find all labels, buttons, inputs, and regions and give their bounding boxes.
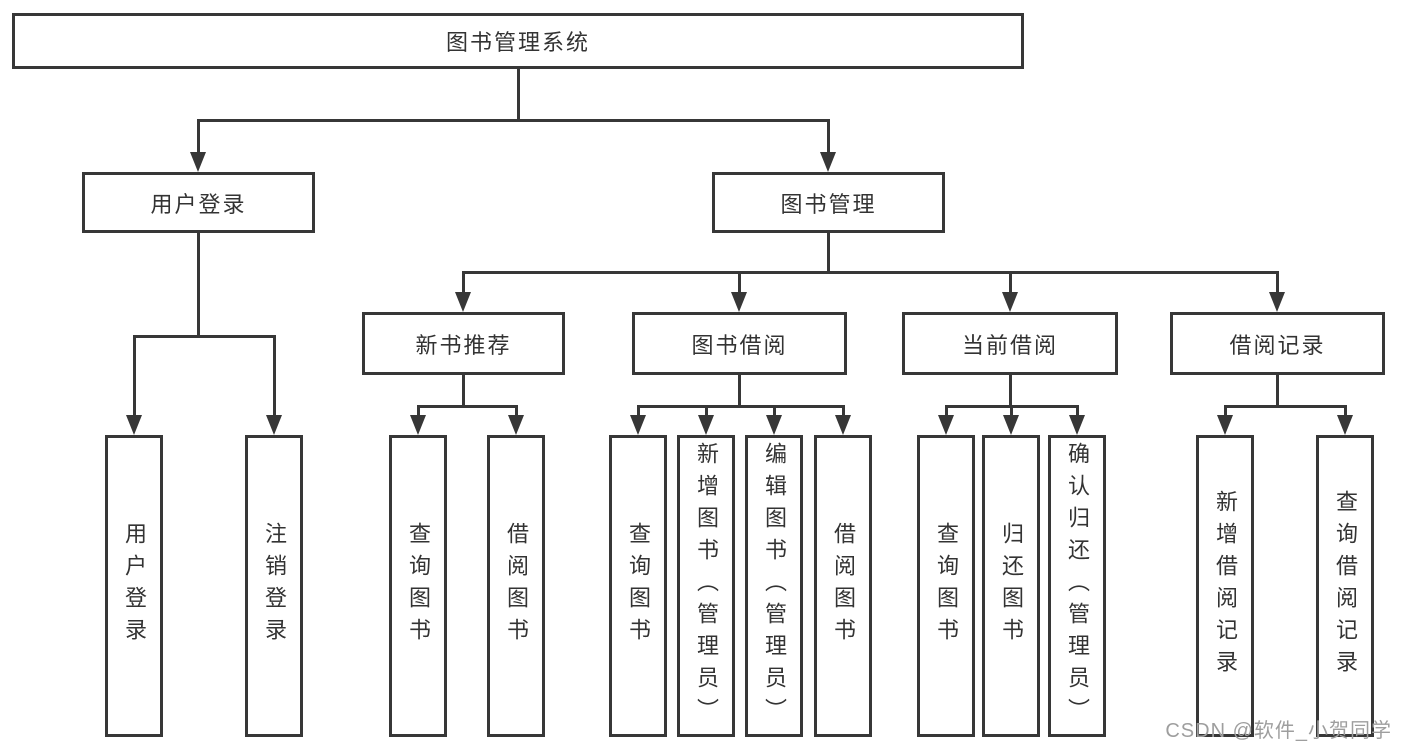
leaf-query-books-current: 查询图书 [917,435,975,737]
connector-line-vertical [737,375,741,408]
arrowhead-down-icon [508,415,524,435]
connector-line-vertical [1343,406,1347,418]
node-book-borrowing: 图书借阅 [632,312,847,375]
csdn-watermark: CSDN @软件_小贺同学 [1165,720,1392,742]
node-new-book-recommendation: 新书推荐 [362,312,565,375]
arrowhead-down-icon [630,415,646,435]
arrowhead-down-icon [266,415,282,435]
connector-line-vertical [1009,406,1013,418]
arrowhead-down-icon [938,415,954,435]
connector-line-vertical [944,406,948,418]
connector-line-vertical [514,406,518,418]
arrowhead-down-icon [190,152,206,172]
arrowhead-down-icon [1002,292,1018,312]
connector-line-vertical [1008,272,1012,294]
connector-line-vertical [461,272,465,294]
connector-line-vertical [1008,375,1012,408]
leaf-user-login: 用户登录 [105,435,163,737]
arrowhead-down-icon [126,415,142,435]
arrowhead-down-icon [1337,415,1353,435]
connector-line-vertical [704,406,708,418]
node-current-borrowing: 当前借阅 [902,312,1118,375]
arrowhead-down-icon [1069,415,1085,435]
connector-line-horizontal [944,404,1079,408]
arrowhead-down-icon [410,415,426,435]
connector-line-horizontal [196,118,830,122]
leaf-edit-book-admin: 编辑图书（管理员） [745,435,803,737]
connector-line-vertical [826,120,830,154]
node-library-system: 图书管理系统 [12,13,1024,69]
connector-line-vertical [1075,406,1079,418]
leaf-add-book-admin: 新增图书（管理员） [677,435,735,737]
connector-line-horizontal [461,270,1279,274]
connector-line-vertical [772,406,776,418]
connector-line-vertical [196,120,200,154]
arrowhead-down-icon [455,292,471,312]
arrowhead-down-icon [766,415,782,435]
leaf-query-books-recommend: 查询图书 [389,435,447,737]
arrowhead-down-icon [698,415,714,435]
leaf-query-borrow-record: 查询借阅记录 [1316,435,1374,737]
node-borrowing-records: 借阅记录 [1170,312,1385,375]
leaf-borrow-books-recommend: 借阅图书 [487,435,545,737]
arrowhead-down-icon [1003,415,1019,435]
node-book-management: 图书管理 [712,172,945,233]
connector-line-vertical [737,272,741,294]
arrowhead-down-icon [1217,415,1233,435]
connector-line-vertical [1223,406,1227,418]
leaf-confirm-return-admin: 确认归还（管理员） [1048,435,1106,737]
connector-line-horizontal [636,404,845,408]
connector-line-horizontal [132,334,276,338]
leaf-query-books-borrow: 查询图书 [609,435,667,737]
connector-line-vertical [416,406,420,418]
connector-line-vertical [636,406,640,418]
connector-line-vertical [196,233,200,338]
arrowhead-down-icon [1269,292,1285,312]
connector-line-vertical [516,69,520,122]
leaf-return-book: 归还图书 [982,435,1040,737]
connector-line-horizontal [416,404,518,408]
connector-line-vertical [461,375,465,408]
connector-line-vertical [1275,272,1279,294]
connector-line-vertical [826,233,830,274]
node-user-login: 用户登录 [82,172,315,233]
arrowhead-down-icon [820,152,836,172]
arrowhead-down-icon [731,292,747,312]
connector-line-horizontal [1223,404,1347,408]
connector-line-vertical [272,336,276,418]
leaf-logout: 注销登录 [245,435,303,737]
connector-line-vertical [841,406,845,418]
leaf-add-borrow-record: 新增借阅记录 [1196,435,1254,737]
leaf-borrow-books: 借阅图书 [814,435,872,737]
arrowhead-down-icon [835,415,851,435]
connector-line-vertical [1275,375,1279,408]
connector-line-vertical [132,336,136,418]
